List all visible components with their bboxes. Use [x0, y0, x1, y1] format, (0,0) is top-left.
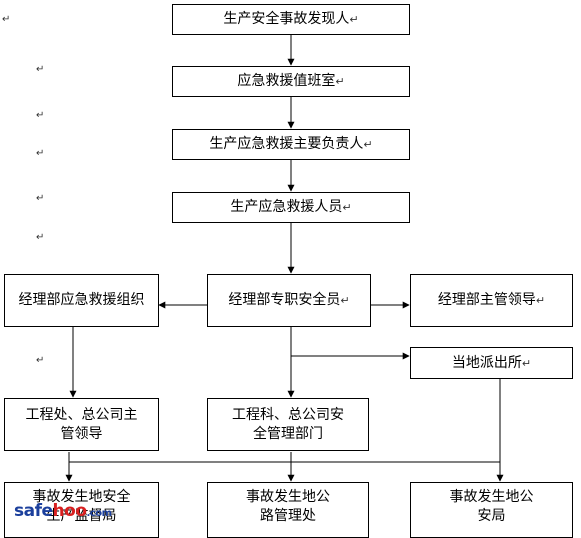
return-mark: ↵: [342, 201, 352, 214]
return-mark: ↵: [535, 294, 546, 307]
local-supervision-label: 事故发生地安全生产监督局: [32, 489, 131, 524]
watermark-part-a: safe: [14, 501, 53, 521]
return-mark: ↵: [521, 356, 532, 370]
watermark-part-b: hoo: [52, 501, 87, 521]
box-road-authority: 事故发生地公路管理处: [207, 482, 369, 538]
discoverer-label: 生产安全事故发现人: [223, 11, 350, 27]
paragraph-mark: ↵: [36, 64, 45, 75]
box-eng-section: 工程科、总公司安全管理部门: [207, 398, 369, 451]
paragraph-mark: ↵: [36, 232, 45, 243]
rescue-group-label: 经理部应急救援组织: [18, 292, 145, 308]
paragraph-mark: ↵: [2, 14, 11, 25]
public-security-label: 事故发生地公安局: [449, 489, 534, 524]
watermark-logo: safehoo.com: [14, 501, 112, 521]
return-mark: ↵: [340, 294, 350, 307]
return-mark: ↵: [335, 75, 345, 88]
paragraph-mark: ↵: [36, 110, 45, 121]
rescue-staff-label: 生产应急救援人员: [230, 199, 343, 215]
eng-section-label: 工程科、总公司安全管理部门: [232, 406, 344, 442]
watermark-suffix: .com: [86, 508, 113, 519]
box-rescue-staff: 生产应急救援人员↵: [172, 192, 410, 223]
paragraph-mark: ↵: [36, 355, 45, 366]
box-public-security: 事故发生地公安局: [410, 482, 573, 538]
police-station-label: 当地派出所: [451, 354, 522, 371]
return-mark: ↵: [349, 13, 359, 26]
box-discoverer: 生产安全事故发现人↵: [172, 4, 410, 35]
return-mark: ↵: [363, 138, 373, 151]
box-rescue-group: 经理部应急救援组织: [4, 274, 159, 327]
box-dept-leader: 经理部主管领导↵: [410, 274, 573, 327]
safety-officer-label: 经理部专职安全员: [228, 292, 341, 308]
eng-office-label: 工程处、总公司主管领导: [25, 406, 138, 442]
chief-label: 生产应急救援主要负责人: [209, 136, 364, 152]
paragraph-mark: ↵: [36, 193, 45, 204]
box-safety-officer: 经理部专职安全员↵: [207, 274, 371, 327]
box-eng-office: 工程处、总公司主管领导: [4, 398, 159, 451]
box-police-station: 当地派出所↵: [410, 347, 573, 379]
box-duty-room: 应急救援值班室↵: [172, 66, 410, 97]
road-authority-label: 事故发生地公路管理处: [246, 489, 330, 524]
box-chief: 生产应急救援主要负责人↵: [172, 129, 410, 160]
paragraph-mark: ↵: [36, 148, 45, 159]
dept-leader-label: 经理部主管领导: [437, 292, 536, 308]
box-local-supervision: 事故发生地安全生产监督局: [4, 482, 159, 538]
duty-room-label: 应急救援值班室: [237, 73, 336, 89]
